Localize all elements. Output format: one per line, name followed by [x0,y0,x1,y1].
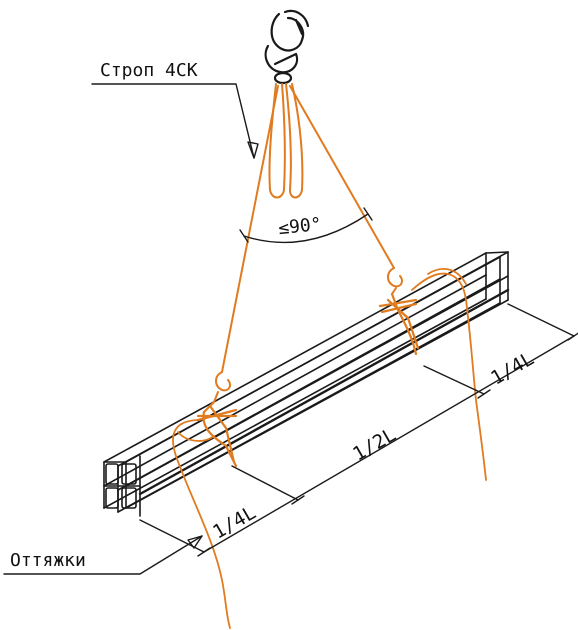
dim-quarter-right: 1/4L [487,348,538,390]
beam [103,251,510,517]
sling-label: Строп 4СК [100,60,198,81]
dim-half: 1/2L [349,424,400,466]
sling-4sk [213,83,403,403]
sling-callout: Строп 4СК [91,60,259,159]
dim-quarter-left: 1/4L [209,502,260,544]
guy-ropes [172,268,487,629]
crane-hook-icon [264,9,310,85]
guys-label: Оттяжки [10,550,86,571]
dimension-lines [139,303,578,557]
angle-annotation: ≤90° [239,207,373,244]
angle-label: ≤90° [277,214,322,239]
guys-callout: Оттяжки [3,535,203,575]
choker-wraps [196,292,420,468]
